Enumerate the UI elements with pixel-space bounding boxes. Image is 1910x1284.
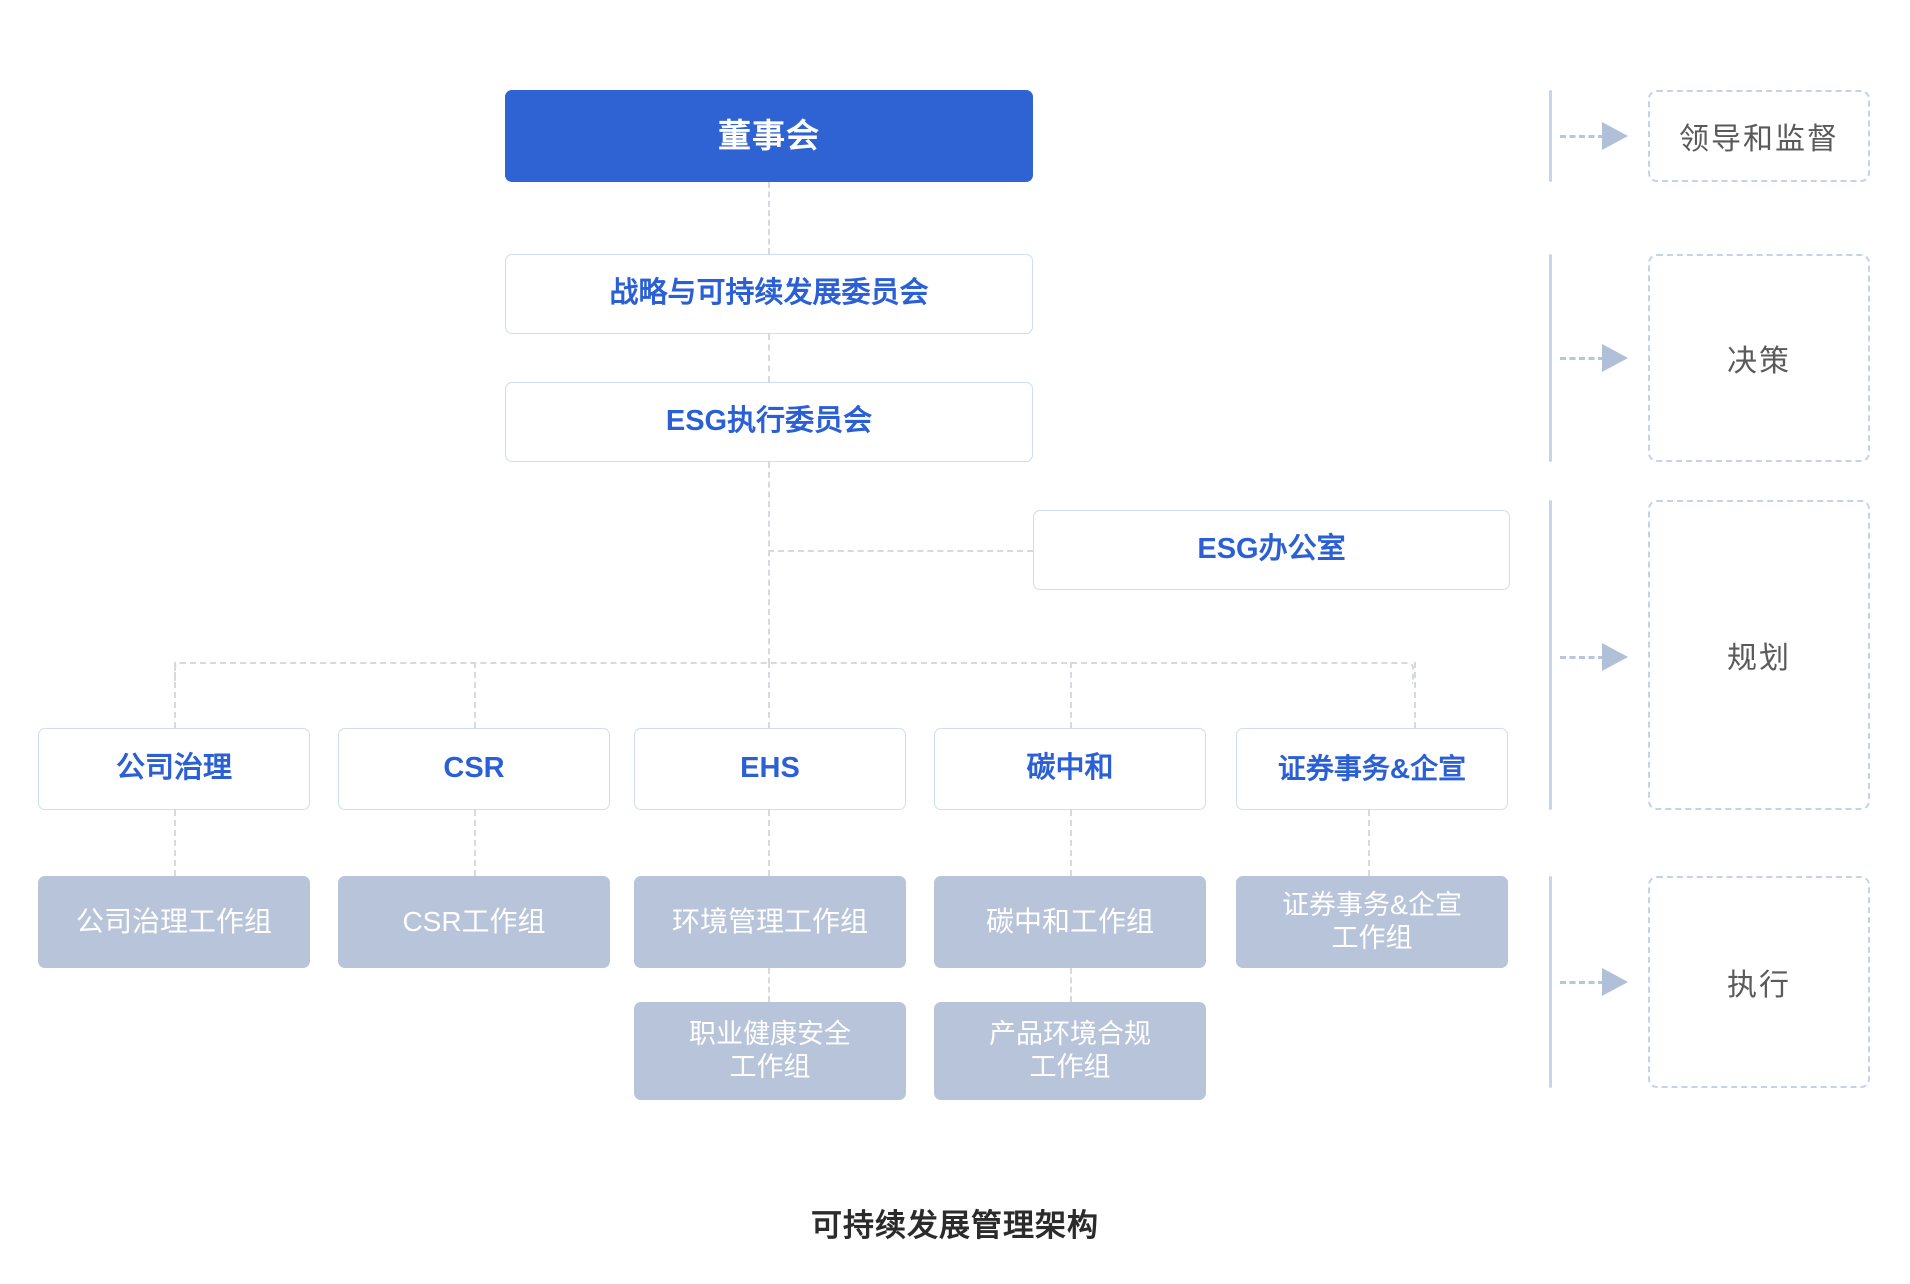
arrow-head-icon [1602, 643, 1628, 671]
legend-arrow-planning [1560, 643, 1628, 671]
arrow-dash-icon [1560, 134, 1604, 138]
node-label: ESG办公室 [1197, 533, 1346, 566]
legend-item-decision[interactable]: 决策 [1648, 254, 1870, 462]
node-label: 职业健康安全工作组 [689, 1019, 851, 1082]
diagram-caption: 可持续发展管理架构 [0, 1200, 1910, 1245]
connector-dept4-to-group [1070, 810, 1072, 876]
node-working-group-environmental-management[interactable]: 环境管理工作组 [634, 876, 906, 968]
connector-trunk-to-esg-office [768, 550, 1033, 552]
legend-bracket-execution [1549, 876, 1552, 1088]
legend-bracket-planning [1549, 500, 1552, 810]
legend-item-planning[interactable]: 规划 [1648, 500, 1870, 810]
node-label: 环境管理工作组 [671, 905, 868, 937]
connector-committee2-to-bus [768, 462, 770, 664]
node-strategy-sustainability-committee[interactable]: 战略与可持续发展委员会 [505, 254, 1033, 334]
node-department-csr[interactable]: CSR [338, 728, 610, 810]
connector-dept3-to-group [768, 810, 770, 876]
node-label: 证券事务&企宣 [1277, 752, 1467, 784]
connector-dept1-to-group [174, 810, 176, 876]
connector-bus-to-dept-4 [1070, 662, 1072, 728]
legend-label: 决策 [1727, 345, 1791, 378]
node-label: 战略与可持续发展委员会 [609, 277, 929, 310]
connector-carbon-group-row1-to-row2 [1070, 968, 1072, 1002]
node-department-ehs[interactable]: EHS [634, 728, 906, 810]
node-board-of-directors[interactable]: 董事会 [505, 90, 1033, 182]
node-label: 公司治理 [115, 752, 232, 785]
arrow-head-icon [1602, 968, 1628, 996]
legend-arrow-decision [1560, 344, 1628, 372]
legend-arrow-leadership [1560, 122, 1628, 150]
node-label: EHS [740, 752, 800, 785]
legend-bracket-decision [1549, 254, 1552, 462]
connector-committee1-to-committee2 [768, 334, 770, 382]
legend-arrow-execution [1560, 968, 1628, 996]
node-label: 产品环境合规工作组 [989, 1019, 1151, 1082]
connector-ehs-group-row1-to-row2 [768, 968, 770, 1002]
node-working-group-securities-affairs-pr[interactable]: 证券事务&企宣工作组 [1236, 876, 1508, 968]
node-working-group-corporate-governance[interactable]: 公司治理工作组 [38, 876, 310, 968]
node-label: 碳中和工作组 [985, 905, 1154, 937]
connector-bus-to-dept-5 [1414, 662, 1416, 728]
connector-dept2-to-group [474, 810, 476, 876]
connector-department-bus [174, 662, 1414, 684]
node-label: CSR工作组 [402, 905, 546, 937]
node-department-securities-affairs-pr[interactable]: 证券事务&企宣 [1236, 728, 1508, 810]
arrow-dash-icon [1560, 655, 1604, 659]
arrow-head-icon [1602, 122, 1628, 150]
node-label: CSR [443, 752, 505, 785]
node-label: ESG执行委员会 [665, 405, 873, 438]
node-working-group-carbon-neutrality[interactable]: 碳中和工作组 [934, 876, 1206, 968]
connector-bus-to-dept-3 [768, 662, 770, 728]
node-label: 公司治理工作组 [75, 905, 272, 937]
connector-bus-to-dept-1 [174, 662, 176, 728]
node-working-group-occupational-health-safety[interactable]: 职业健康安全工作组 [634, 1002, 906, 1100]
node-working-group-csr[interactable]: CSR工作组 [338, 876, 610, 968]
node-department-corporate-governance[interactable]: 公司治理 [38, 728, 310, 810]
arrow-head-icon [1602, 344, 1628, 372]
legend-label: 执行 [1727, 969, 1791, 1002]
node-esg-office[interactable]: ESG办公室 [1033, 510, 1510, 590]
arrow-dash-icon [1560, 356, 1604, 360]
legend-label: 领导和监督 [1679, 123, 1839, 156]
node-label: 碳中和 [1026, 752, 1114, 785]
node-label: 证券事务&企宣工作组 [1281, 890, 1462, 953]
node-label: 董事会 [718, 116, 820, 154]
node-esg-executive-committee[interactable]: ESG执行委员会 [505, 382, 1033, 462]
node-working-group-product-environmental-compliance[interactable]: 产品环境合规工作组 [934, 1002, 1206, 1100]
arrow-dash-icon [1560, 980, 1604, 984]
legend-label: 规划 [1727, 642, 1791, 675]
connector-bus-to-dept-2 [474, 662, 476, 728]
legend-item-execution[interactable]: 执行 [1648, 876, 1870, 1088]
legend-item-leadership-supervision[interactable]: 领导和监督 [1648, 90, 1870, 182]
node-department-carbon-neutrality[interactable]: 碳中和 [934, 728, 1206, 810]
caption-label: 可持续发展管理架构 [811, 1208, 1099, 1243]
connector-board-to-committee1 [768, 182, 770, 254]
legend-bracket-leadership [1549, 90, 1552, 182]
connector-dept5-to-group [1368, 810, 1370, 876]
